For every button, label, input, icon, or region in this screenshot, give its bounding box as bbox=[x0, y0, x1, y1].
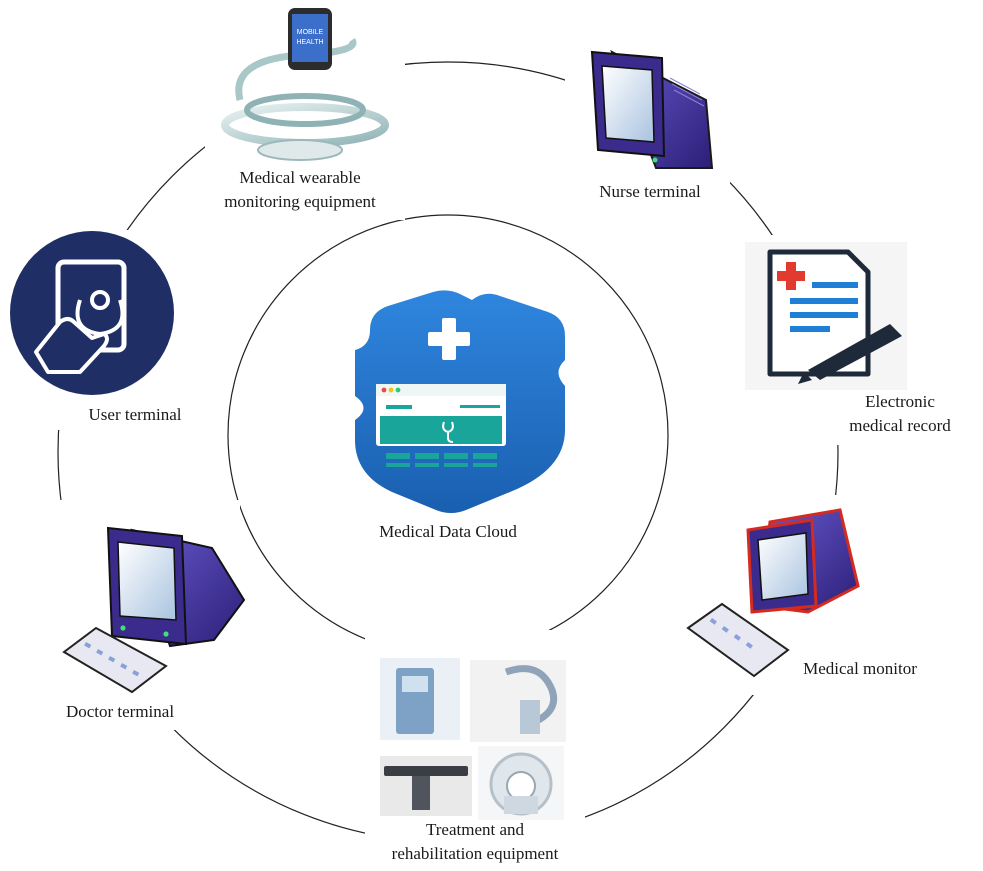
wearable-label-line-2: monitoring equipment bbox=[224, 192, 376, 211]
wearable-label: Medical wearable monitoring equipment bbox=[170, 166, 430, 214]
treatment-label: Treatment and rehabilitation equipment bbox=[365, 818, 585, 866]
medical-monitor-icon bbox=[686, 508, 860, 678]
phone-screen-line-2: HEALTH bbox=[296, 39, 323, 46]
doctor-label-line-1: Doctor terminal bbox=[65, 702, 175, 721]
emr-label-line-2: medical record bbox=[849, 416, 951, 435]
treatment-label-line-2: rehabilitation equipment bbox=[391, 844, 559, 863]
nurse-label-line-1: Nurse terminal bbox=[599, 182, 701, 201]
electronic-medical-record-icon bbox=[745, 242, 907, 390]
doctor-terminal-icon bbox=[62, 526, 246, 694]
center-label: Medical Data Cloud bbox=[348, 520, 548, 544]
wearable-label-line-1: Medical wearable bbox=[239, 168, 361, 187]
center-label-text: Medical Data Cloud bbox=[379, 522, 517, 541]
doctor-label: Doctor terminal bbox=[30, 700, 210, 724]
treatment-equipment-icon bbox=[380, 658, 566, 820]
treatment-label-line-1: Treatment and bbox=[425, 820, 525, 839]
monitor-label: Medical monitor bbox=[775, 657, 945, 681]
user-label-line-1: User terminal bbox=[88, 405, 182, 424]
emr-label-line-1: Electronic bbox=[865, 392, 935, 411]
wearable-stethoscope-phone-icon: MOBILE HEALTH bbox=[221, 8, 389, 161]
user-terminal-icon bbox=[10, 231, 174, 395]
monitor-label-line-1: Medical monitor bbox=[803, 659, 917, 678]
medical-data-cloud-icon bbox=[355, 290, 565, 513]
nurse-terminal-icon bbox=[590, 49, 714, 169]
phone-screen-line-1: MOBILE bbox=[297, 29, 324, 36]
emr-label: Electronic medical record bbox=[825, 390, 975, 438]
nurse-label: Nurse terminal bbox=[570, 180, 730, 204]
user-label: User terminal bbox=[60, 403, 210, 427]
